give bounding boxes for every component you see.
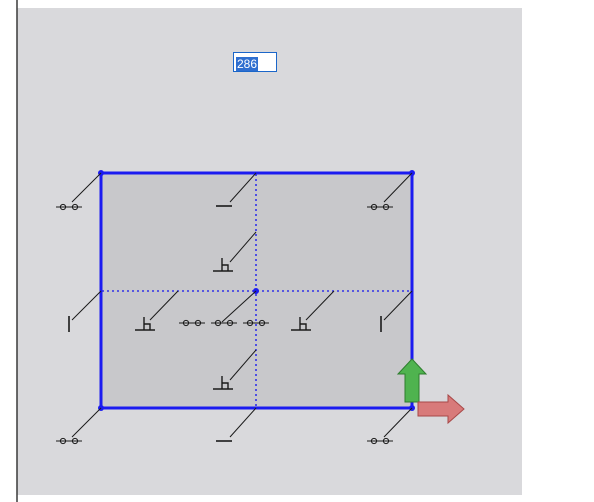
perpendicular-icon[interactable] [135,317,155,331]
coincident-icon[interactable] [367,437,393,445]
perpendicular-icon[interactable] [213,376,233,390]
coincident-icon[interactable] [56,437,82,445]
dimension-input[interactable]: 286 [233,52,277,72]
x-axis-arrow-icon[interactable] [417,393,465,425]
coincident-icon[interactable] [179,319,205,327]
y-axis-arrow-icon[interactable] [396,358,428,403]
dimension-value[interactable]: 286 [236,57,259,71]
perpendicular-icon[interactable] [291,317,311,331]
coincident-icon[interactable] [211,319,237,327]
relation-leaders [71,172,413,438]
coincident-icon[interactable] [367,203,393,211]
perpendicular-icon[interactable] [213,258,233,272]
coincident-icon[interactable] [243,319,269,327]
coincident-icon[interactable] [56,203,82,211]
